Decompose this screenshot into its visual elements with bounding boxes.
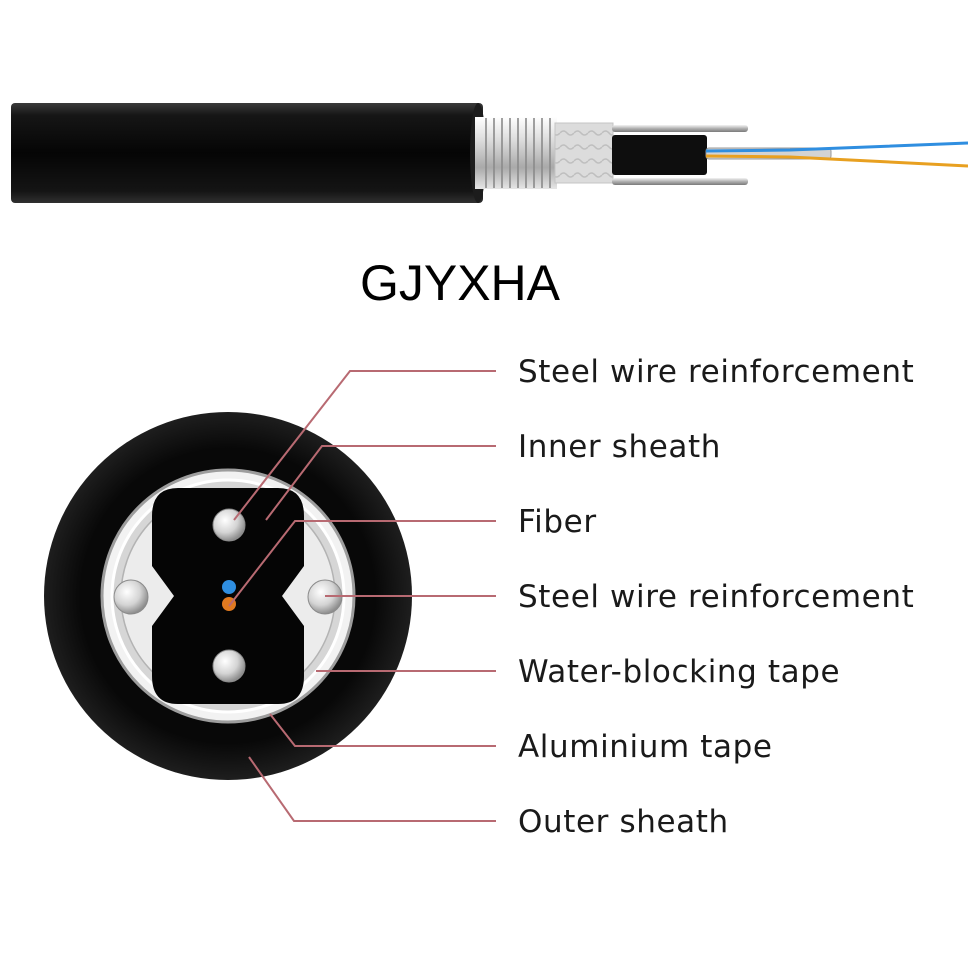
label-aluminium-tape: Aluminium tape	[518, 729, 773, 765]
steel-wire-left	[113, 579, 149, 615]
leader-line-fiber	[228, 520, 496, 607]
label-steel-wire-reinforcement-1: Steel wire reinforcement	[518, 354, 914, 390]
leader-line-outer-sheath	[248, 756, 496, 822]
steel-wire-rod-top	[612, 125, 748, 132]
cable-model-title: GJYXHA	[360, 255, 561, 311]
inner-sheath-section	[612, 135, 707, 175]
label-water-blocking-tape: Water-blocking tape	[518, 654, 840, 690]
steel-wire-rod-bottom	[612, 178, 748, 185]
inner-sheath-shape	[152, 488, 304, 704]
outer-sheath-body	[11, 103, 483, 203]
leader-line-inner-sheath	[265, 445, 496, 521]
fiber-orange	[705, 154, 968, 168]
aluminium-tape-ridges	[485, 118, 551, 188]
component-labels: Steel wire reinforcement Inner sheath Fi…	[518, 354, 914, 840]
cable-cross-section	[44, 412, 412, 780]
steel-wire-bottom	[212, 649, 246, 683]
label-fiber: Fiber	[518, 504, 597, 540]
label-steel-wire-reinforcement-2: Steel wire reinforcement	[518, 579, 914, 615]
leader-lines	[228, 370, 496, 822]
cable-side-view	[11, 103, 968, 203]
aluminium-tape-section	[475, 117, 557, 189]
water-blocking-tape-section	[554, 122, 614, 184]
fiber-blue	[705, 141, 968, 153]
fiber-blue-dot	[222, 580, 236, 594]
leader-line-steel-wire-top	[233, 370, 496, 521]
leader-line-aluminium-tape	[269, 713, 496, 747]
label-outer-sheath: Outer sheath	[518, 804, 729, 840]
label-inner-sheath: Inner sheath	[518, 429, 721, 465]
steel-wire-top	[212, 508, 246, 542]
